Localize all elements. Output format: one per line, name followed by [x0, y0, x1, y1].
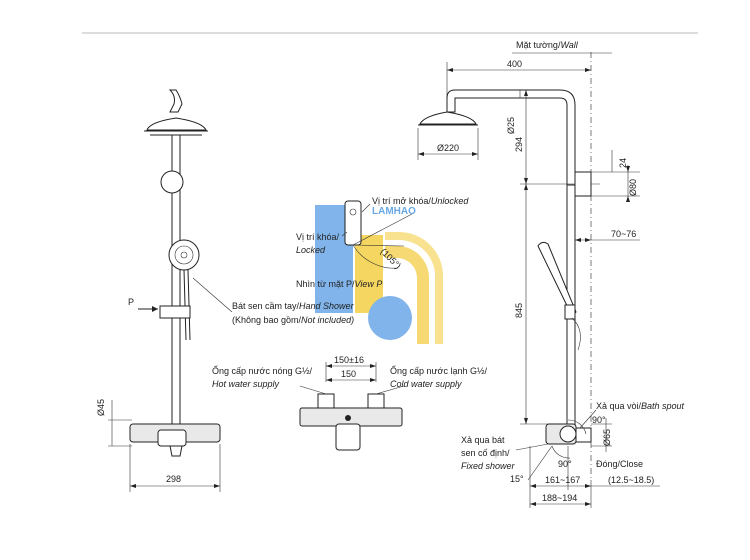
diverter-knob: [160, 170, 184, 194]
slider-bracket: [159, 305, 191, 319]
wall-bracket: [574, 171, 592, 197]
dim-70-76: 70~76: [611, 229, 636, 239]
locked-label: Vị trí khóa/: [296, 232, 340, 242]
watermark-text: LAMHAO: [372, 206, 416, 217]
dim-150pm: 150±16: [334, 355, 364, 365]
dim-90a: 90°: [592, 415, 606, 425]
p-label: P: [128, 297, 134, 307]
shower-head: [146, 117, 207, 131]
supply-detail: 150±16 150: [299, 355, 405, 451]
dim-400: 400: [507, 59, 522, 69]
hot-water-label-en: Hot water supply: [212, 379, 280, 389]
locked-label-en: Locked: [296, 245, 326, 255]
hand-shower-side: [537, 241, 577, 317]
side-view: 400 Ø25 Ø220 294 24 Ø80 70~76: [417, 52, 660, 508]
dim-d25: Ø25: [506, 117, 516, 134]
dim-15deg: 15°: [510, 474, 524, 484]
bath-spout-label: Xả qua vòi/Bath spout: [596, 401, 685, 411]
open-close-label: Đóng/Close: [596, 459, 643, 469]
dim-150: 150: [341, 369, 356, 379]
dim-d65: Ø65: [602, 429, 612, 446]
dim-d45: Ø45: [96, 399, 106, 416]
shower-arm: [446, 89, 576, 186]
dim-298: 298: [166, 474, 181, 484]
fixed-shower-label-2: sen cố định/: [461, 448, 510, 458]
dim-d220: Ø220: [437, 143, 459, 153]
mixer-body-rear: [299, 407, 403, 427]
mixer-knob-side: [559, 425, 577, 443]
hot-water-label: Ống cấp nước nóng G½/: [212, 365, 312, 376]
cold-connector: [367, 393, 385, 409]
dim-188-194: 188~194: [542, 493, 577, 503]
not-included-label: (Không bao gồm/Not included): [232, 315, 354, 325]
cold-water-label-en: Cold water supply: [390, 379, 462, 389]
dim-24: 24: [618, 158, 628, 168]
dim-294: 294: [514, 137, 524, 152]
fixed-shower-label-1: Xả qua bát: [461, 435, 505, 445]
cold-water-label: Ống cấp nước lạnh G½/: [390, 365, 487, 376]
dim-12-18: (12.5~18.5): [608, 475, 654, 485]
hand-shower-label: Bát sen cầm tay/Hand Shower: [232, 301, 355, 311]
dim-90b: 90°: [558, 459, 572, 469]
view-p-label: Nhìn từ mặt P/View P: [296, 279, 382, 289]
fixed-shower-label-en: Fixed shower: [461, 461, 516, 471]
front-view: P Ø45 298: [96, 89, 233, 492]
wall-label: Mặt tường/Wall: [516, 40, 579, 50]
lock-lever: [344, 200, 362, 246]
unlocked-label: Vị trí mở khóa/Unlocked: [372, 196, 469, 206]
shower-head-neck: [168, 89, 183, 113]
shower-head-side: [419, 111, 477, 125]
lock-detail: (105°): [341, 200, 413, 271]
hot-connector: [317, 393, 335, 409]
dim-161-167: 161~167: [545, 475, 580, 485]
dim-845: 845: [514, 303, 524, 318]
dim-d80: Ø80: [628, 179, 638, 196]
hand-shower-head: [168, 239, 200, 271]
